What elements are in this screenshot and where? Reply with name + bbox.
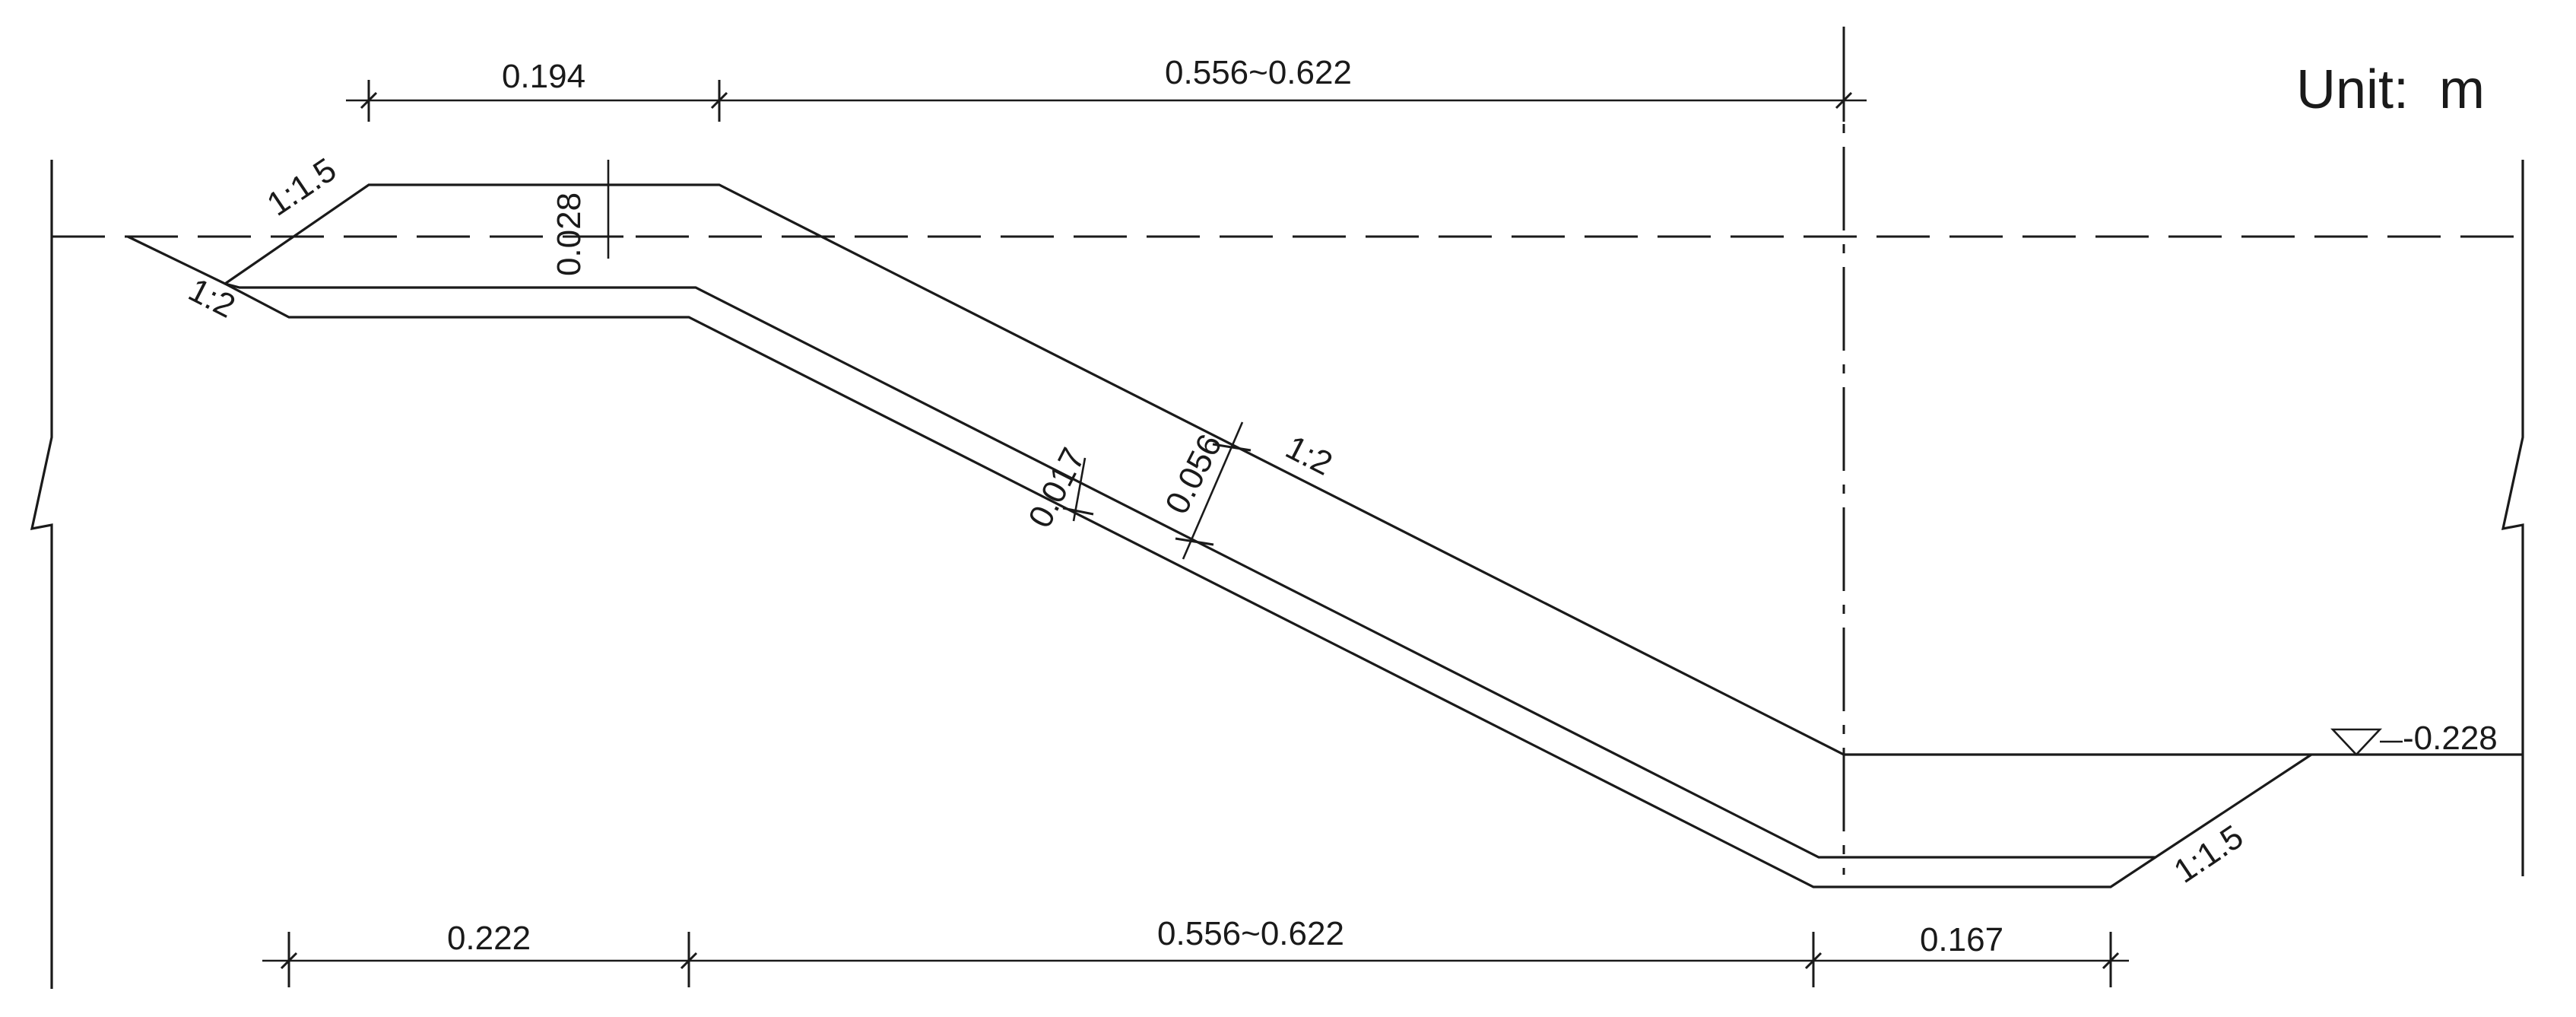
bottom-dim-slash-1 xyxy=(280,952,298,970)
water-level-label: -0.228 xyxy=(2403,720,2498,757)
bottom-dim-slope-span: 0.556~0.622 xyxy=(1157,915,1344,952)
water-level-triangle xyxy=(2330,728,2383,756)
bottom-dim-toe-width: 0.222 xyxy=(447,920,531,957)
bottom-dim-slash-4 xyxy=(2102,952,2120,970)
armor-thickness-label: 0.056 xyxy=(1158,428,1229,520)
armor-thickness-tick-1 xyxy=(1212,443,1252,452)
top-dim-slash-3 xyxy=(1835,91,1853,110)
top-dim-berm-width: 0.194 xyxy=(502,58,585,95)
freeboard-dim-label: 0.028 xyxy=(550,192,588,276)
right-boundary-line xyxy=(2501,160,2524,876)
slope-ratio-right-bank: 1:1.5 xyxy=(2168,818,2251,890)
bottom-dim-slash-2 xyxy=(680,952,698,970)
filter-thickness-label: 0.017 xyxy=(1021,442,1093,533)
filter-layer-bottom xyxy=(224,282,2156,888)
top-dim-slope-span: 0.556~0.622 xyxy=(1165,54,1352,91)
bottom-dim-slash-3 xyxy=(1804,952,1823,970)
slope-ratio-main: 1:2 xyxy=(1280,428,1338,482)
filter-thickness-tick xyxy=(1062,507,1094,516)
armor-thickness-dim-line xyxy=(1182,421,1244,560)
top-dim-slash-1 xyxy=(360,91,378,110)
unit-label: Unit: m xyxy=(2296,59,2485,120)
armor-thickness-tick-2 xyxy=(1175,537,1214,546)
left-boundary-line xyxy=(30,160,53,989)
bottom-dim-bed-width: 0.167 xyxy=(1920,921,2003,958)
armor-layer-bottom xyxy=(224,282,2312,859)
top-dim-slash-2 xyxy=(710,91,728,110)
revetment-top-surface xyxy=(127,183,2523,756)
